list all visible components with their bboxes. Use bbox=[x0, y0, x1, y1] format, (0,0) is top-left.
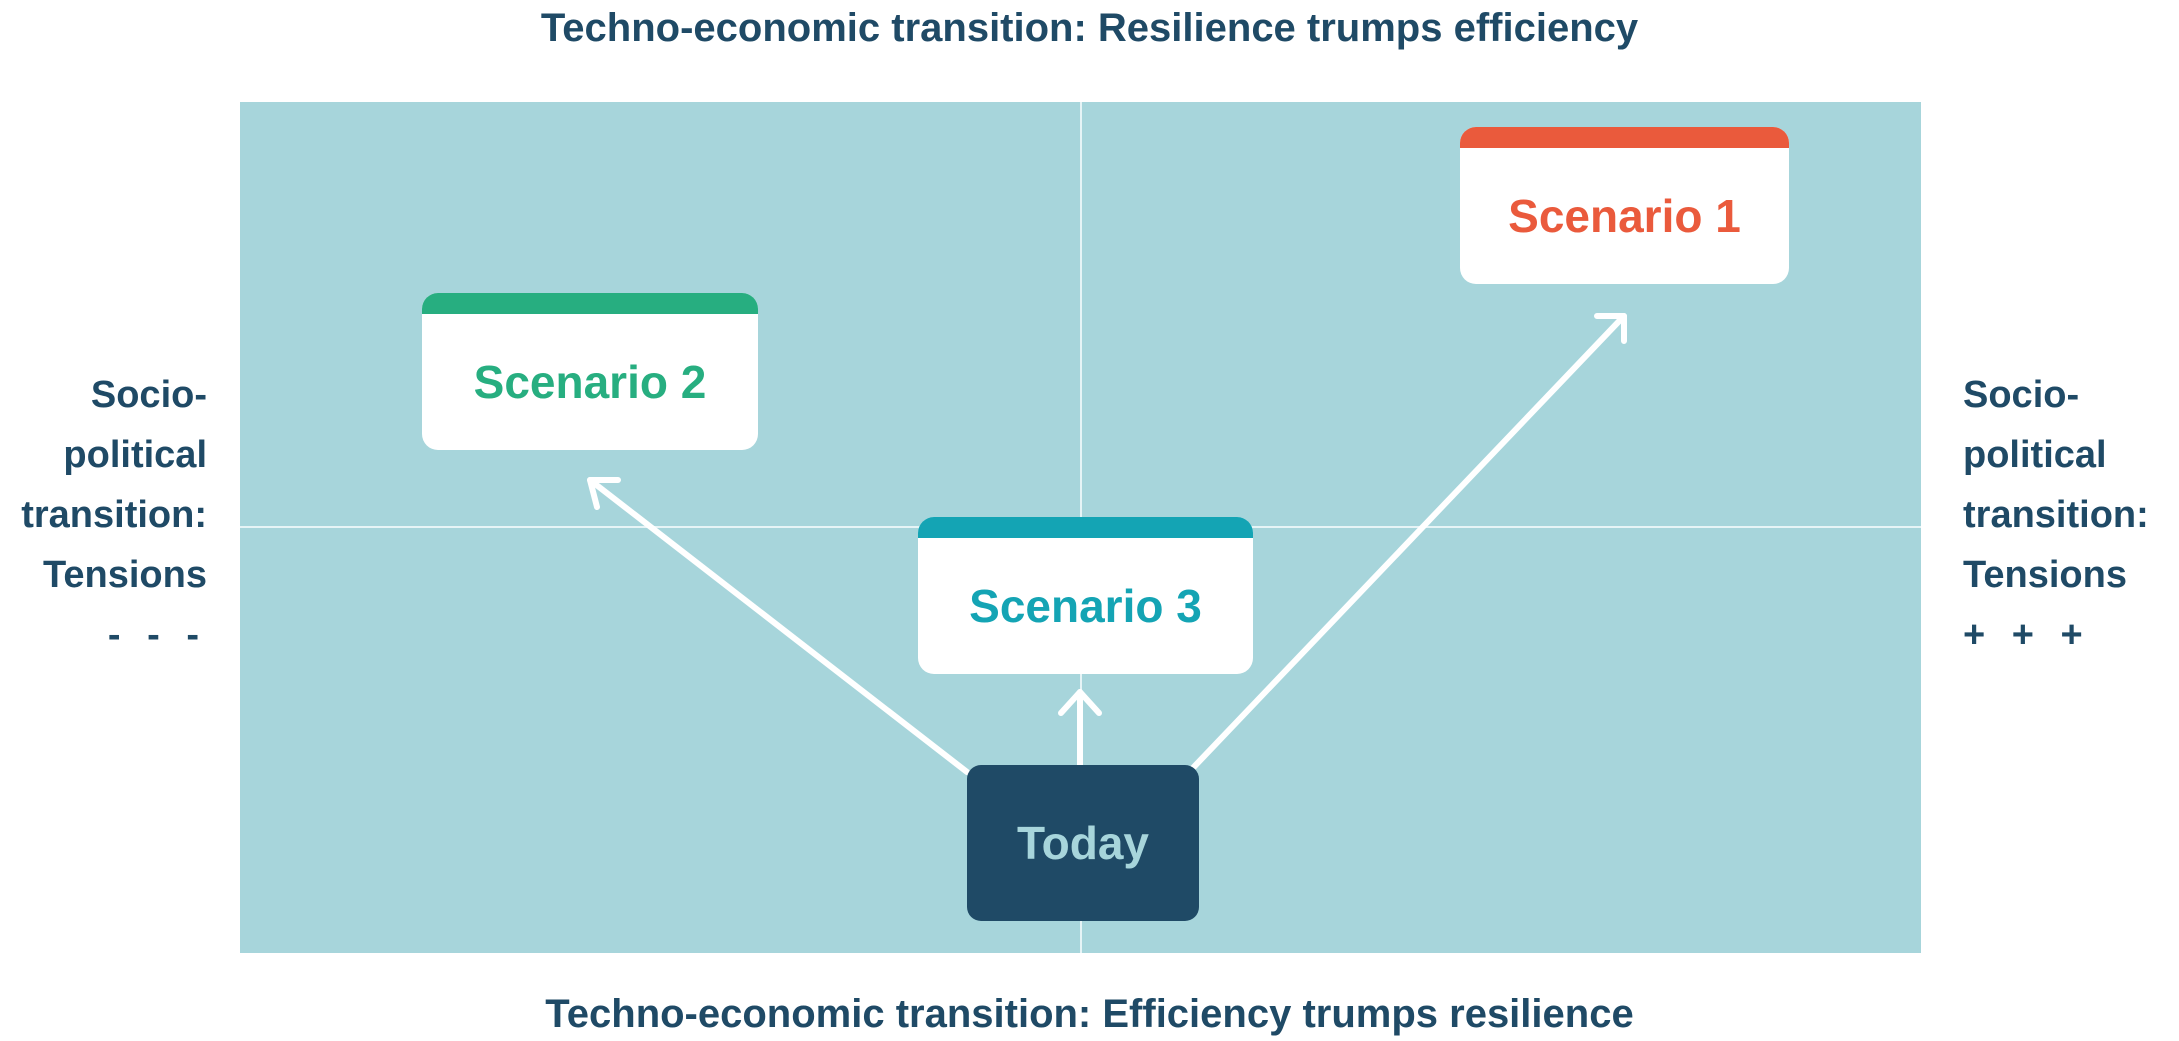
today-box: Today bbox=[967, 765, 1199, 921]
left-axis-line: transition: bbox=[21, 494, 207, 536]
arrow-to-scenario-3 bbox=[1058, 689, 1102, 768]
right-axis-line: transition: bbox=[1963, 494, 2149, 536]
right-axis-line: political bbox=[1963, 434, 2107, 476]
scenario-3-card: Scenario 3 bbox=[918, 517, 1253, 674]
left-axis-line: Socio- bbox=[90, 374, 207, 416]
right-axis-label: Socio- political transition: Tensions + … bbox=[1963, 365, 2149, 665]
top-axis-title: Techno-economic transition: Resilience t… bbox=[540, 6, 1639, 50]
right-axis-line: Socio- bbox=[1963, 374, 2080, 416]
scenario-1-label: Scenario 1 bbox=[1508, 189, 1741, 242]
scenario-2-bar bbox=[422, 293, 758, 314]
scenario-2-card: Scenario 2 bbox=[422, 293, 758, 450]
scenario-3-bar bbox=[918, 517, 1253, 538]
right-axis-line: Tensions bbox=[1963, 554, 2127, 596]
arrow-to-scenario-1 bbox=[1187, 313, 1627, 774]
left-axis-label: Socio- political transition: Tensions - … bbox=[21, 365, 207, 665]
left-axis-sign: - - - bbox=[107, 614, 207, 656]
scenario-3-label: Scenario 3 bbox=[969, 579, 1202, 632]
right-axis-sign: + + + bbox=[1963, 614, 2091, 656]
bottom-axis-title: Techno-economic transition: Efficiency t… bbox=[545, 992, 1634, 1036]
left-axis-line: Tensions bbox=[43, 554, 207, 596]
scenario-1-bar bbox=[1460, 127, 1789, 148]
scenario-2-label: Scenario 2 bbox=[473, 355, 707, 408]
today-label: Today bbox=[1016, 817, 1150, 869]
scenario-1-card: Scenario 1 bbox=[1460, 127, 1789, 284]
left-axis-line: political bbox=[63, 434, 207, 476]
arrow-to-scenario-2 bbox=[587, 477, 970, 775]
